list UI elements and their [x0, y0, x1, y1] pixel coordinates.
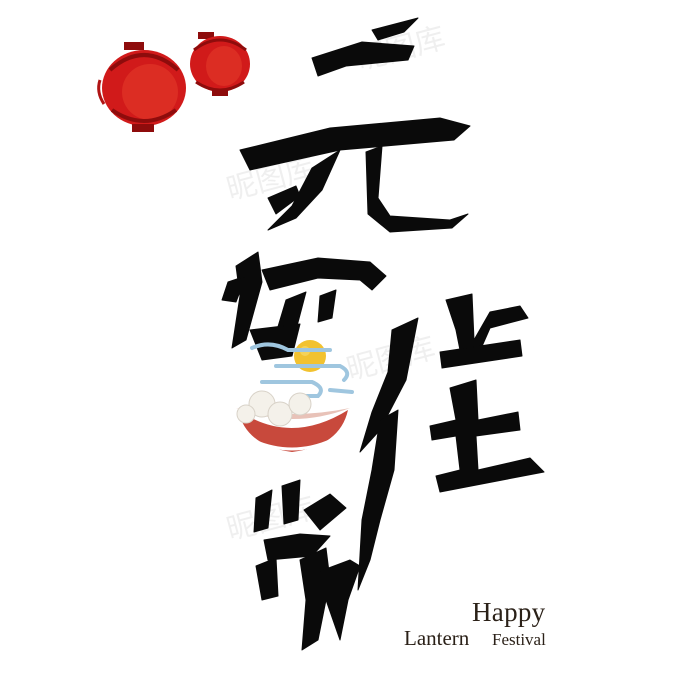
cloud-icon: [250, 342, 354, 398]
red-lantern-icon: [97, 32, 250, 132]
tangyuan-bowl-icon: [236, 390, 350, 452]
calligraphy-char-jie: [253, 479, 361, 651]
calligraphy-char-yuan: [239, 17, 471, 233]
calligraphy-char-jia: [357, 293, 545, 591]
